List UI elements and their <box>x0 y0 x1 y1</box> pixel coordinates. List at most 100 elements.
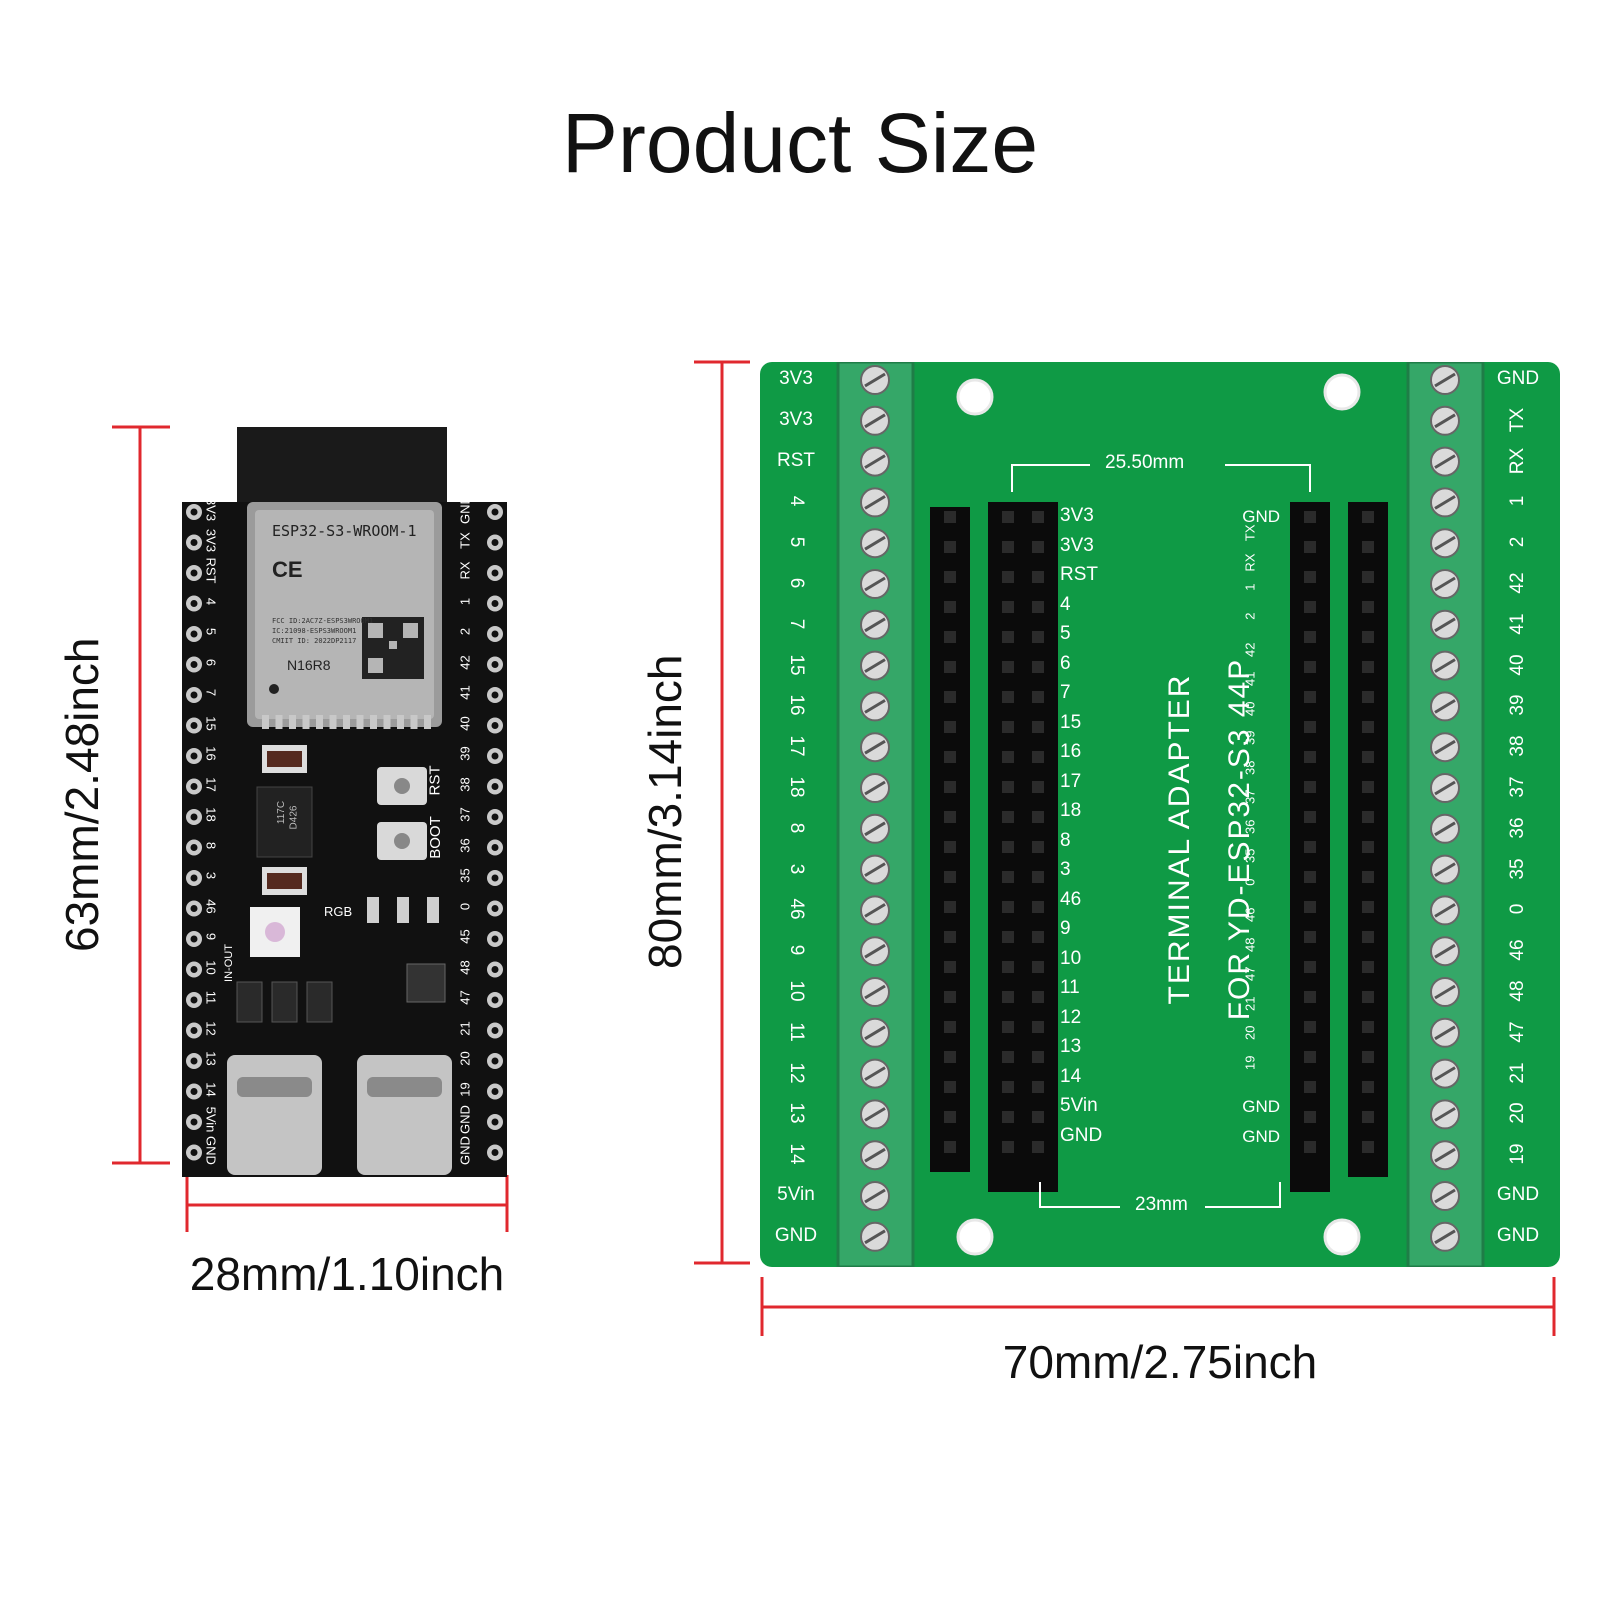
header-hole <box>1362 961 1374 973</box>
esp-left-pin-label: 3V3 <box>203 497 219 522</box>
header-hole <box>944 691 956 703</box>
module-pad <box>316 715 323 729</box>
esp-right-pin-label: 47 <box>457 990 473 1005</box>
header-hole <box>1304 1111 1316 1123</box>
esp-pin-holes <box>186 504 503 1161</box>
pin-hole-center <box>491 661 499 668</box>
pin-hole-center <box>190 874 198 882</box>
pin-hole-center <box>190 508 198 516</box>
screw-slot <box>1434 658 1456 673</box>
esp-width-label: 28mm/1.10inch <box>189 1248 505 1300</box>
pin-hole-center <box>491 1057 499 1065</box>
header-hole <box>1304 601 1316 613</box>
pin-hole-center <box>190 661 198 668</box>
adapter-inner-left-label: RST <box>1060 564 1098 585</box>
adapter-left-terminal-label: 3V3 <box>779 408 813 430</box>
header-hole <box>1032 601 1044 613</box>
esp-left-pin-label: RST <box>203 557 219 584</box>
pin-hole-center <box>190 935 198 943</box>
header-hole <box>1304 901 1316 913</box>
header-hole <box>944 961 956 973</box>
esp-left-pin-label: GND <box>203 1135 219 1165</box>
usb-c-port-1 <box>227 1055 322 1175</box>
header-hole <box>1362 661 1374 673</box>
header-hole <box>944 571 956 583</box>
adapter-board-graphic <box>760 362 1560 1267</box>
screw-slot <box>864 943 886 959</box>
inner-bottom-dimension: 23mm <box>1135 1194 1188 1215</box>
header-hole <box>1002 721 1014 733</box>
esp-right-pin-label: 37 <box>457 807 473 822</box>
header-hole <box>944 751 956 763</box>
adapter-inner-left-label: 5 <box>1060 623 1071 644</box>
pin-hole-center <box>190 569 198 577</box>
esp-right-pin-label: GND <box>457 1135 473 1165</box>
header-hole <box>944 601 956 613</box>
pin-hole-center <box>190 722 198 729</box>
header-hole <box>1362 601 1374 613</box>
module-pad <box>289 715 296 729</box>
screw-slot <box>864 1229 886 1245</box>
esp-right-pin-label: RX <box>457 561 473 580</box>
screw-slot <box>864 1188 886 1204</box>
rst-label: RST <box>426 765 444 796</box>
screw-slot <box>864 1107 886 1122</box>
header-hole <box>1362 511 1374 523</box>
module-pad <box>356 715 364 729</box>
header-hole <box>1362 1051 1374 1063</box>
header-hole <box>944 1021 956 1033</box>
header-hole <box>1362 721 1374 733</box>
header-hole <box>944 901 956 913</box>
esp-left-pin-label: 5Vin <box>203 1106 219 1133</box>
header-hole <box>1304 841 1316 853</box>
header-hole <box>1032 751 1044 763</box>
adapter-inner-left-label: 14 <box>1060 1065 1082 1087</box>
header-hole <box>1002 1111 1014 1123</box>
boot-label: BOOT <box>426 816 444 859</box>
header-hole <box>1362 1141 1374 1153</box>
adapter-inner-left-label: 6 <box>1060 652 1071 674</box>
pin-hole-center <box>190 813 198 821</box>
header-hole <box>1002 691 1014 703</box>
header-hole <box>1032 721 1044 733</box>
adapter-inner-right-label: 19 <box>1242 1055 1258 1070</box>
header-hole <box>1032 1021 1044 1033</box>
adapter-inner-right-label: GND <box>1242 1126 1280 1146</box>
header-hole <box>1362 1021 1374 1033</box>
header-hole <box>1304 571 1316 583</box>
header-hole <box>1304 661 1316 673</box>
header-hole <box>1002 661 1014 673</box>
pin-hole-center <box>190 539 198 546</box>
screw-slot <box>1434 576 1456 592</box>
header-hole <box>944 631 956 643</box>
mounting-hole <box>956 1218 994 1256</box>
header-hole <box>1002 811 1014 823</box>
adapter-inner-left-label: 3V3 <box>1060 505 1094 526</box>
header-hole <box>1032 871 1044 883</box>
screw-slot <box>864 576 886 592</box>
header-hole <box>1002 1051 1014 1063</box>
header-hole <box>944 811 956 823</box>
adapter-right-terminal-label: GND <box>1496 1184 1540 1205</box>
esp-left-pin-label: 9 <box>203 932 219 941</box>
adapter-width-label: 70mm/2.75inch <box>1002 1336 1318 1388</box>
module-pad <box>343 715 350 729</box>
esp-left-pin-label: 6 <box>203 658 219 666</box>
pin-hole-center <box>190 783 198 790</box>
ic-id: IC:21098-ESPS3WROOM1 <box>272 627 357 635</box>
adapter-left-terminal-label: 3V3 <box>779 368 813 389</box>
screw-slot <box>1434 739 1456 755</box>
header-hole <box>944 991 956 1003</box>
screw-slot <box>864 454 886 469</box>
header-hole <box>1304 871 1316 883</box>
pin-hole-center <box>190 691 198 699</box>
esp-left-pin-label: 17 <box>203 776 219 792</box>
adapter-inner-left-label: 3 <box>1060 859 1071 880</box>
screw-slot <box>1434 372 1456 388</box>
adapter-right-terminal-label: GND <box>1496 368 1540 389</box>
esp-right-pin-label: 36 <box>457 837 473 853</box>
usb-c-port-2 <box>357 1055 452 1175</box>
mounting-hole <box>1323 1218 1361 1256</box>
module-pad <box>424 715 431 729</box>
mounting-hole <box>1323 373 1361 411</box>
